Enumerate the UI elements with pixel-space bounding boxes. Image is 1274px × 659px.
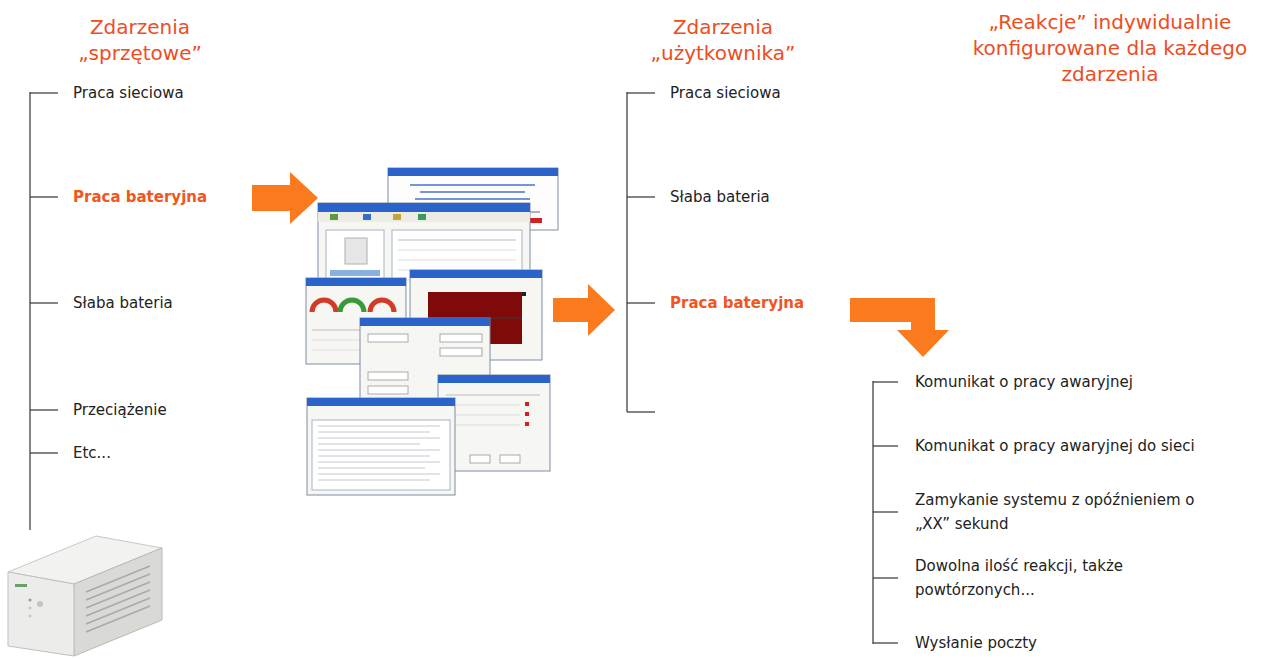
ups-device <box>8 536 162 656</box>
event-item: Etc... <box>73 441 273 465</box>
event-item-highlight: Praca bateryjna <box>73 185 273 209</box>
event-item: Komunikat o pracy awaryjnej do sieci <box>915 434 1267 458</box>
screenshot-collage <box>306 168 558 495</box>
event-item: Zamykanie systemu z opóźnieniem o „XX” s… <box>915 488 1195 536</box>
event-item: Wysłanie poczty <box>915 631 1215 655</box>
event-item: Praca sieciowa <box>73 81 273 105</box>
event-item: Praca sieciowa <box>670 81 840 105</box>
event-item: Słaba bateria <box>73 291 273 315</box>
column-heading: „Reakcje” indywidualnie konfigurowane dl… <box>960 9 1260 87</box>
event-item-highlight: Praca bateryjna <box>670 291 845 315</box>
event-item: Dowolna ilość reakcji, także powtórzonyc… <box>915 554 1215 602</box>
column-heading: Zdarzenia „użytkownika” <box>628 14 818 66</box>
event-item: Słaba bateria <box>670 185 840 209</box>
event-item: Przeciążenie <box>73 398 273 422</box>
event-item: Komunikat o pracy awaryjnej <box>915 370 1255 394</box>
column-heading: Zdarzenia „sprzętowe” <box>55 14 225 66</box>
